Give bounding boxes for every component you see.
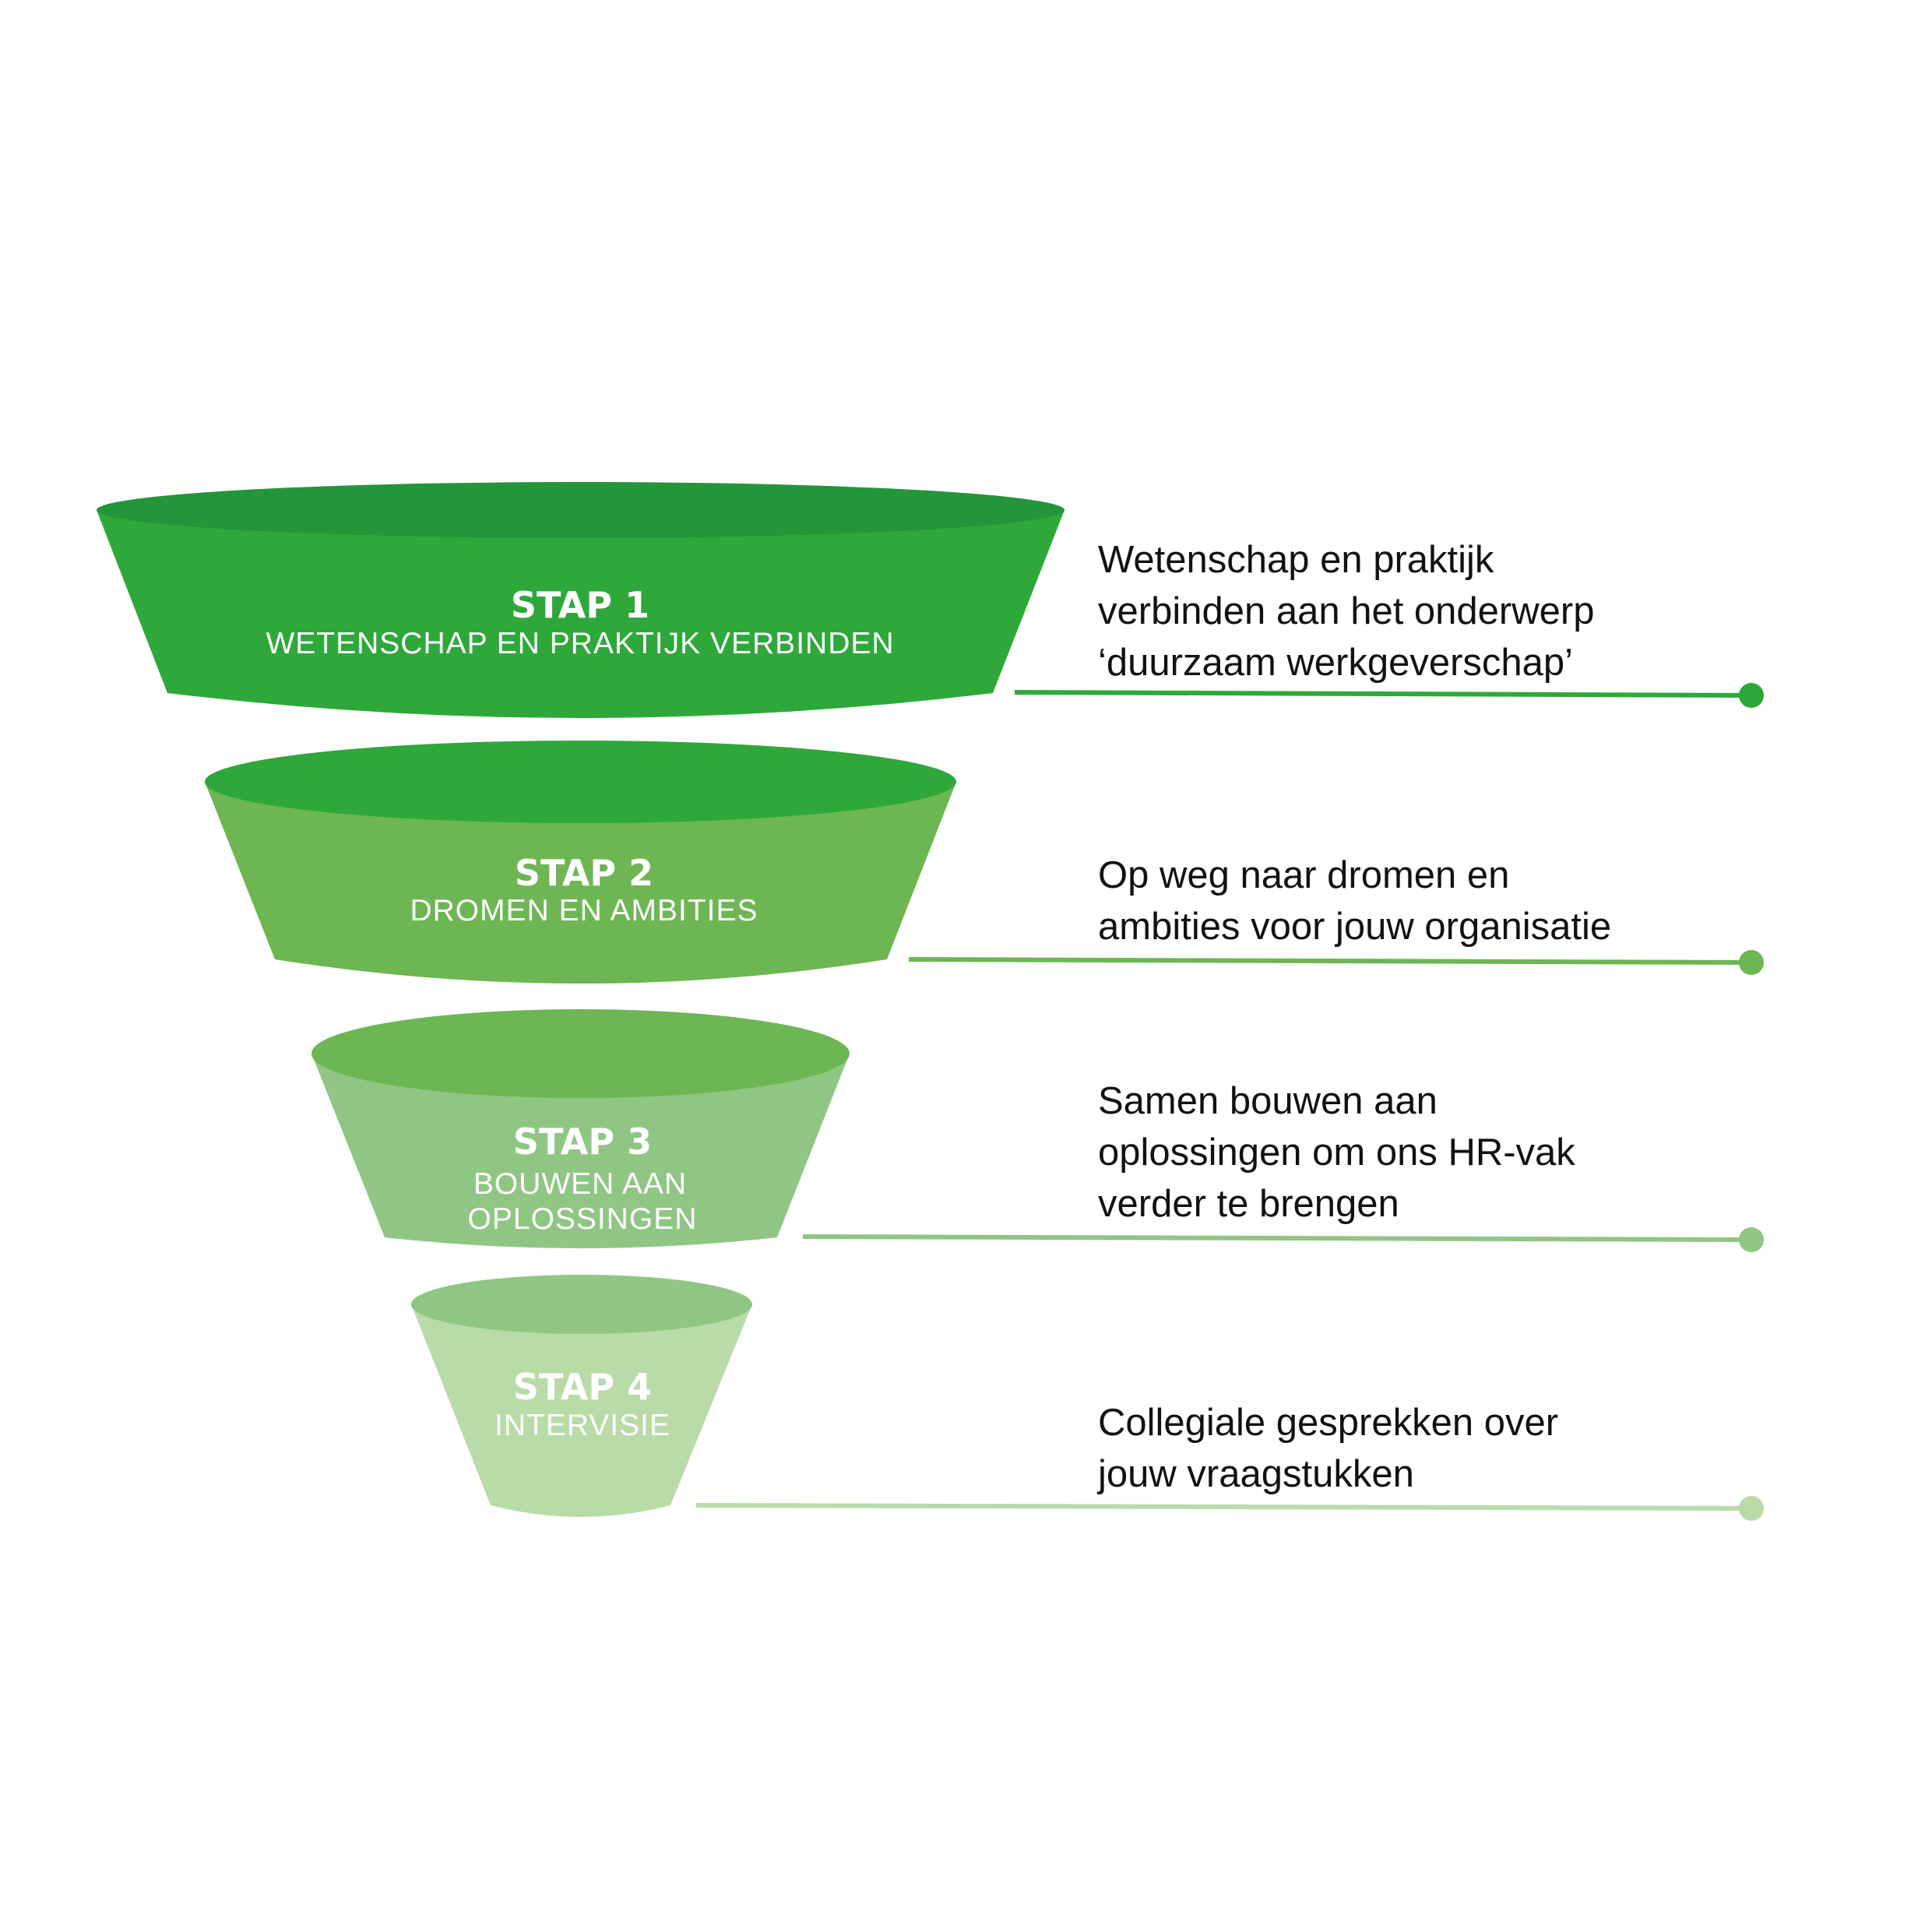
step-2-description-line: Op weg naar dromen en xyxy=(1098,854,1510,896)
step-2-connector-dot-icon xyxy=(1739,950,1764,975)
step-1-connector-dot-icon xyxy=(1739,683,1764,708)
step-3-description-line: verder te brengen xyxy=(1098,1183,1399,1225)
step-4-connector-dot-icon xyxy=(1739,1496,1764,1521)
step-3-title: STAP 3 xyxy=(513,1121,652,1163)
step-2-connector-line xyxy=(908,957,1752,965)
step-4-description-line: Collegiale gesprekken over xyxy=(1098,1402,1559,1444)
step-3-funnel-top xyxy=(311,1009,850,1098)
step-1-description-line: verbinden aan het onderwerp xyxy=(1098,590,1595,632)
step-1-funnel-top xyxy=(97,482,1065,538)
step-3-funnel-body xyxy=(311,1054,850,1248)
step-1-subtitle: WETENSCHAP EN PRAKTIJK VERBINDEN xyxy=(266,627,894,660)
step-4-title: STAP 4 xyxy=(513,1366,652,1408)
step-1-description-line: Wetenschap en praktijk xyxy=(1098,539,1494,581)
step-3-description: Samen bouwen aan oplossingen om ons HR-va… xyxy=(1098,1075,1575,1230)
step-4-funnel-body xyxy=(411,1304,752,1517)
step-2-title: STAP 2 xyxy=(515,852,653,894)
step-1-description-line: ‘duurzaam werkgeverschap’ xyxy=(1098,642,1574,684)
step-3-subtitle-line-2: OPLOSSINGEN xyxy=(468,1202,698,1236)
step-3-connector-line xyxy=(802,1234,1752,1242)
step-2-funnel-top xyxy=(205,741,956,823)
step-4-description-line: jouw vraagstukken xyxy=(1098,1453,1414,1495)
step-2-description-line: ambities voor jouw organisatie xyxy=(1098,906,1612,948)
step-3-description-line: Samen bouwen aan xyxy=(1098,1080,1438,1122)
step-3-subtitle-line-1: BOUWEN AAN xyxy=(473,1167,687,1201)
connector-lines xyxy=(695,683,1764,1521)
step-1-funnel-body xyxy=(97,510,1065,718)
step-4-description: Collegiale gesprekken over jouw vraagstuk… xyxy=(1098,1397,1558,1500)
step-3-description-line: oplossingen om ons HR-vak xyxy=(1098,1131,1575,1174)
step-2-subtitle: DROMEN EN AMBITIES xyxy=(410,894,758,927)
step-3-connector-dot-icon xyxy=(1739,1227,1764,1252)
step-4-subtitle: INTERVISIE xyxy=(494,1409,670,1442)
step-1-description: Wetenschap en praktijk verbinden aan het … xyxy=(1098,534,1594,688)
step-2-description: Op weg naar dromen en ambities voor jouw … xyxy=(1098,850,1611,952)
step-4-connector-line xyxy=(695,1503,1752,1511)
step-2-funnel-body xyxy=(205,782,956,984)
step-1-connector-line xyxy=(1014,690,1752,698)
funnel-stack xyxy=(97,482,1065,1517)
step-1-title: STAP 1 xyxy=(511,584,649,626)
funnel-labels: STAP 1 WETENSCHAP EN PRAKTIJK VERBINDEN … xyxy=(266,584,894,1442)
step-4-funnel-top xyxy=(411,1275,752,1334)
